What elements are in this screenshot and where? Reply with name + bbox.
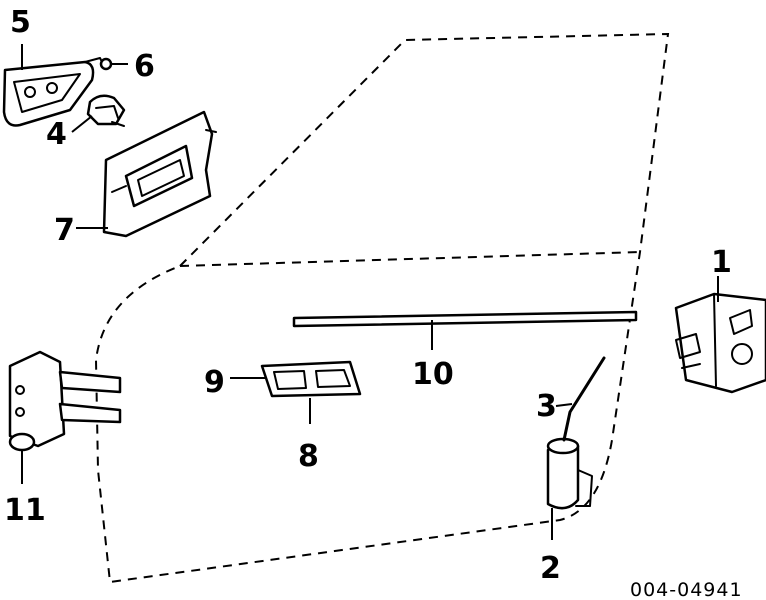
outside-handle-part <box>2 57 105 127</box>
handle-bezel-part <box>260 360 362 398</box>
latch-assembly-part <box>674 292 766 394</box>
reference-code: 004-04941 <box>630 579 743 600</box>
clip-part <box>99 57 113 71</box>
leader-lines <box>21 44 719 540</box>
inside-handle-plate-part <box>102 110 217 238</box>
callout-label-6: 6 <box>134 49 155 84</box>
callout-label-10: 10 <box>412 357 454 392</box>
callout-label-4: 4 <box>46 117 67 152</box>
callout-label-11: 11 <box>4 493 46 528</box>
callout-label-2: 2 <box>540 551 561 586</box>
lock-cylinder-part <box>86 94 126 127</box>
callout-label-3: 3 <box>536 389 557 424</box>
callout-label-5: 5 <box>10 5 31 40</box>
callout-label-9: 9 <box>204 365 225 400</box>
callout-label-7: 7 <box>54 213 75 248</box>
callout-label-1: 1 <box>711 245 732 280</box>
door-hinge-part <box>8 350 122 452</box>
lock-rod-part <box>292 310 638 328</box>
door-outline <box>94 32 670 584</box>
callout-label-8: 8 <box>298 439 319 474</box>
actuator-part <box>546 356 606 510</box>
